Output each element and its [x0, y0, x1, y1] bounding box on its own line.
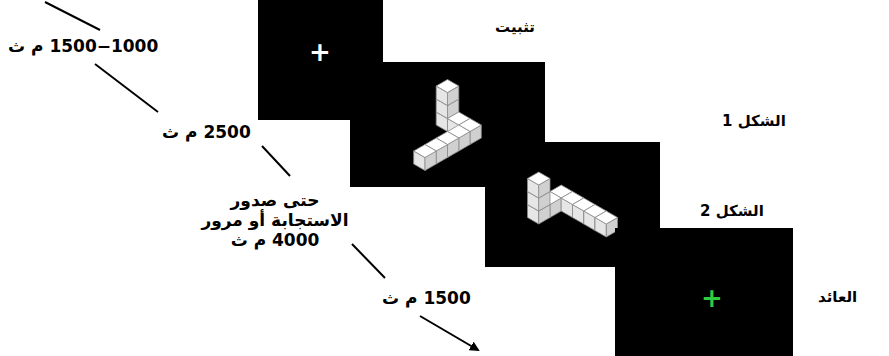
screen-label: العائد — [818, 288, 857, 306]
timeline-arrow-head — [420, 316, 478, 350]
fixation-cross: + — [701, 285, 723, 311]
screen-label: الشكل 1 — [722, 112, 786, 130]
duration-label: 1500−1000 م ث — [8, 36, 158, 56]
cube-face — [436, 80, 459, 93]
fixation-cross: + — [309, 39, 331, 65]
duration-label: 2500 م ث — [162, 122, 251, 142]
timeline-segment — [352, 244, 385, 278]
cube-face — [414, 145, 437, 158]
cube-face — [595, 211, 618, 224]
cube-face — [528, 172, 551, 185]
timeline-segment — [262, 146, 290, 176]
screen-label: تثبيت — [495, 18, 535, 36]
duration-label: 1500 م ث — [382, 288, 471, 308]
timeline-segment — [45, 2, 100, 30]
trial-screen: العائد+ — [615, 228, 793, 356]
duration-label: حتى صدور الاستجابة أو مرور 4000 م ث — [200, 190, 350, 250]
screen-label: الشكل 2 — [700, 202, 764, 220]
timeline-segment — [95, 64, 158, 112]
